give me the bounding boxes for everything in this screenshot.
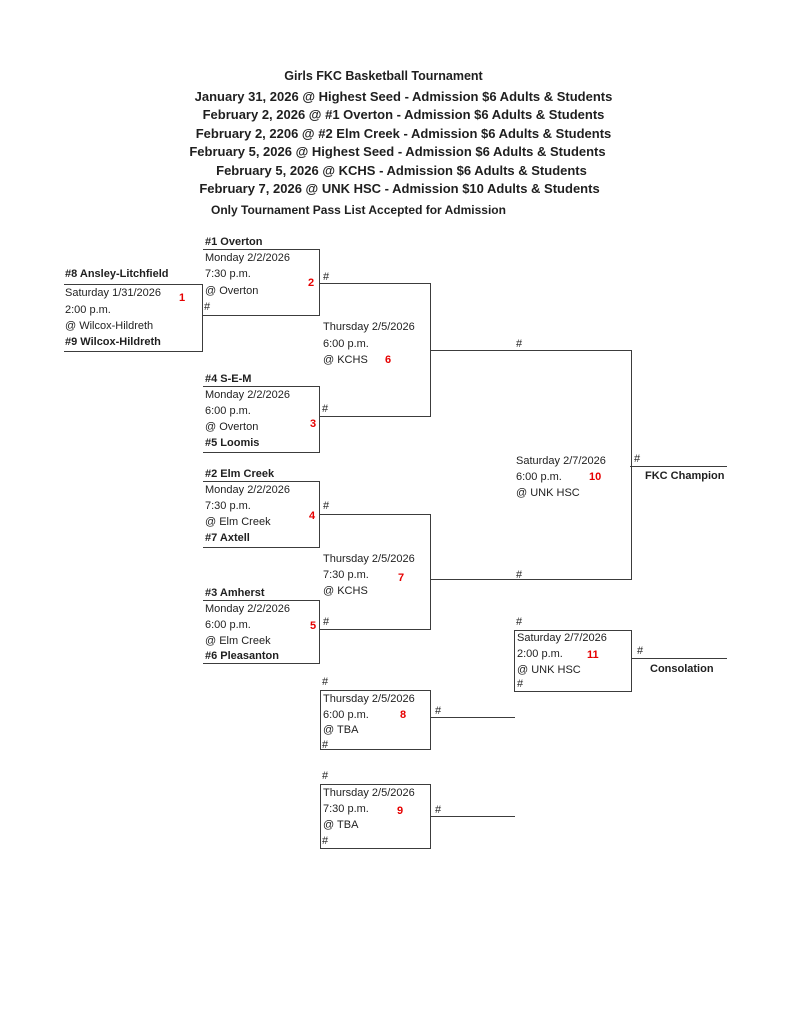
game9-winner-hash: # — [435, 804, 442, 816]
game10-date: Saturday 2/7/2026 — [516, 455, 606, 467]
game2-top-team: #1 Overton — [205, 236, 263, 248]
game5-date: Monday 2/2/2026 — [205, 603, 291, 615]
game7-location: @ KCHS — [323, 585, 368, 597]
game3-time: 6:00 p.m. — [205, 405, 251, 417]
game8-bottom-slot-hash: # — [322, 739, 329, 751]
game9-winner-line — [430, 816, 515, 817]
game10-frame — [431, 350, 632, 580]
game6-location: @ KCHS — [323, 354, 368, 366]
game7-winner-hash: # — [516, 569, 523, 581]
schedule-line-4: February 5, 2026 @ Highest Seed - Admiss… — [189, 144, 606, 159]
game5-box — [203, 600, 320, 664]
game3-winner-hash: # — [322, 403, 329, 415]
game8-top-slot-hash: # — [322, 676, 329, 688]
game6-number: 6 — [385, 354, 392, 366]
game8-time: 6:00 p.m. — [323, 709, 369, 721]
game4-top-team: #2 Elm Creek — [205, 468, 275, 480]
schedule-line-5: February 5, 2026 @ KCHS - Admission $6 A… — [216, 163, 587, 178]
consolation-hash: # — [637, 645, 644, 657]
game11-time: 2:00 p.m. — [517, 648, 563, 660]
game1-date: Saturday 1/31/2026 — [65, 287, 162, 299]
game10-time: 6:00 p.m. — [516, 471, 562, 483]
game2-box — [203, 249, 320, 316]
game1-number: 1 — [179, 292, 186, 304]
game9-bottom-slot-hash: # — [322, 835, 329, 847]
game9-time: 7:30 p.m. — [323, 803, 369, 815]
game4-date: Monday 2/2/2026 — [205, 484, 291, 496]
game6-frame — [320, 283, 431, 417]
game8-box — [320, 690, 431, 750]
game3-location: @ Overton — [205, 421, 259, 433]
game4-time: 7:30 p.m. — [205, 500, 251, 512]
game4-winner-hash: # — [323, 500, 330, 512]
admission-note: Only Tournament Pass List Accepted for A… — [211, 203, 506, 217]
game8-number: 8 — [400, 709, 407, 721]
game9-location: @ TBA — [323, 819, 359, 831]
game9-number: 9 — [397, 805, 404, 817]
schedule-line-2: February 2, 2026 @ #1 Overton - Admissio… — [202, 107, 605, 122]
tournament-title: Girls FKC Basketball Tournament — [0, 69, 791, 83]
consolation-line — [631, 658, 727, 659]
game11-number: 11 — [587, 649, 599, 661]
game9-top-slot-hash: # — [322, 770, 329, 782]
game1-box — [64, 284, 203, 352]
game11-top-slot-hash: # — [516, 616, 523, 628]
game3-bottom-team: #5 Loomis — [205, 437, 260, 449]
consolation-label: Consolation — [650, 663, 714, 675]
game8-winner-line — [430, 717, 515, 718]
game2-number: 2 — [308, 277, 315, 289]
game6-date: Thursday 2/5/2026 — [323, 321, 415, 333]
game1-time: 2:00 p.m. — [65, 304, 111, 316]
game8-location: @ TBA — [323, 724, 359, 736]
game11-box — [514, 630, 632, 692]
game10-location: @ UNK HSC — [516, 487, 580, 499]
game8-winner-hash: # — [435, 705, 442, 717]
game8-date: Thursday 2/5/2026 — [323, 693, 415, 705]
champion-hash: # — [634, 453, 641, 465]
game6-time: 6:00 p.m. — [323, 338, 369, 350]
game4-bottom-team: #7 Axtell — [205, 532, 250, 544]
game3-top-team: #4 S-E-M — [205, 373, 252, 385]
game11-bottom-slot-hash: # — [517, 678, 524, 690]
game2-date: Monday 2/2/2026 — [205, 252, 291, 264]
game5-time: 6:00 p.m. — [205, 619, 251, 631]
game7-time: 7:30 p.m. — [323, 569, 369, 581]
game5-number: 5 — [310, 620, 317, 632]
schedule-line-3: February 2, 2206 @ #2 Elm Creek - Admiss… — [195, 126, 612, 141]
game4-number: 4 — [309, 510, 316, 522]
game3-box — [203, 386, 320, 453]
game4-box — [203, 481, 320, 548]
game1-bottom-team: #9 Wilcox-Hildreth — [65, 336, 161, 348]
game11-location: @ UNK HSC — [517, 664, 581, 676]
schedule-line-6: February 7, 2026 @ UNK HSC - Admission $… — [199, 181, 600, 196]
game1-top-team: #8 Ansley-Litchfield — [65, 268, 169, 280]
game2-winner-hash: # — [323, 271, 330, 283]
game5-bottom-team: #6 Pleasanton — [205, 650, 279, 662]
game7-frame — [320, 514, 431, 630]
game4-location: @ Elm Creek — [205, 516, 271, 528]
game2-bottom-slot-hash: # — [204, 301, 211, 313]
tournament-title-text: Girls FKC Basketball Tournament — [284, 69, 483, 83]
game11-date: Saturday 2/7/2026 — [517, 632, 607, 644]
game7-number: 7 — [398, 572, 405, 584]
game6-winner-hash: # — [516, 338, 523, 350]
game2-location: @ Overton — [205, 285, 259, 297]
game3-date: Monday 2/2/2026 — [205, 389, 291, 401]
game10-number: 10 — [589, 471, 602, 483]
champion-line — [630, 466, 727, 467]
game3-number: 3 — [310, 418, 317, 430]
game5-top-team: #3 Amherst — [205, 587, 265, 599]
game2-time: 7:30 p.m. — [205, 268, 251, 280]
game7-date: Thursday 2/5/2026 — [323, 553, 415, 565]
game9-date: Thursday 2/5/2026 — [323, 787, 415, 799]
champion-label: FKC Champion — [645, 470, 725, 482]
game5-location: @ Elm Creek — [205, 635, 271, 647]
game1-location: @ Wilcox-Hildreth — [65, 320, 154, 332]
schedule-line-1: January 31, 2026 @ Highest Seed - Admiss… — [194, 89, 613, 104]
game5-winner-hash: # — [323, 616, 330, 628]
